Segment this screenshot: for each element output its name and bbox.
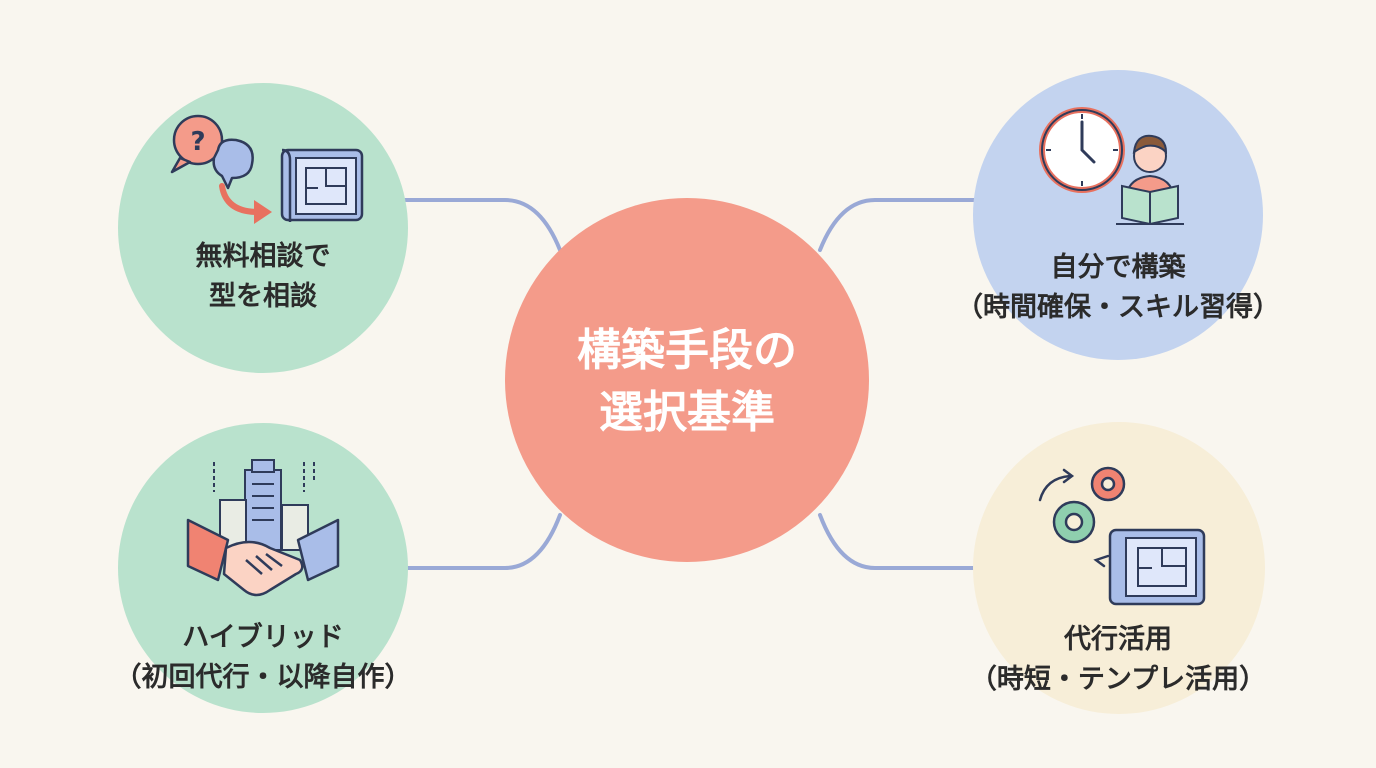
center-node — [505, 198, 869, 562]
label-line-2: （初回代行・以降自作） — [114, 662, 412, 693]
node-self-build-label: 自分で構築 （時間確保・スキル習得） — [918, 248, 1318, 328]
blueprint-icon — [1108, 528, 1206, 606]
chat-bubble-icon — [212, 138, 254, 190]
arrow-icon — [219, 183, 272, 224]
buildings-icon — [213, 459, 315, 551]
node-free-consultation-label: 無料相談で 型を相談 — [118, 237, 408, 317]
center-title-line-1: 構築手段の — [577, 325, 797, 376]
label-line-1: 無料相談で — [195, 241, 331, 272]
connector-top-right — [818, 198, 977, 252]
node-hybrid-label: ハイブリッド （初回代行・以降自作） — [63, 618, 463, 698]
question-bubble-icon: ? — [170, 114, 224, 174]
label-line-1: 代行活用 — [1064, 624, 1172, 655]
person-reading-icon — [1116, 134, 1184, 226]
node-self-build — [973, 70, 1263, 360]
node-outsourcing-label: 代行活用 （時短・テンプレ活用） — [918, 620, 1318, 700]
handshake-icon — [186, 518, 340, 597]
label-line-2: （時短・テンプレ活用） — [969, 664, 1267, 695]
blueprint-icon — [280, 148, 364, 222]
clock-icon — [1039, 107, 1125, 193]
label-line-2: （時間確保・スキル習得） — [956, 292, 1280, 323]
connector-bottom-left — [403, 513, 562, 570]
center-title-line-2: 選択基準 — [599, 387, 775, 438]
gears-icon — [1038, 466, 1126, 568]
svg-text:?: ? — [190, 127, 205, 157]
label-line-1: ハイブリッド — [182, 622, 344, 653]
node-free-consultation — [118, 83, 408, 373]
label-line-2: 型を相談 — [209, 281, 317, 312]
connector-bottom-right — [818, 513, 977, 570]
label-line-1: 自分で構築 — [1050, 252, 1186, 283]
center-title: 構築手段の 選択基準 — [505, 320, 869, 444]
connector-top-left — [403, 198, 562, 252]
